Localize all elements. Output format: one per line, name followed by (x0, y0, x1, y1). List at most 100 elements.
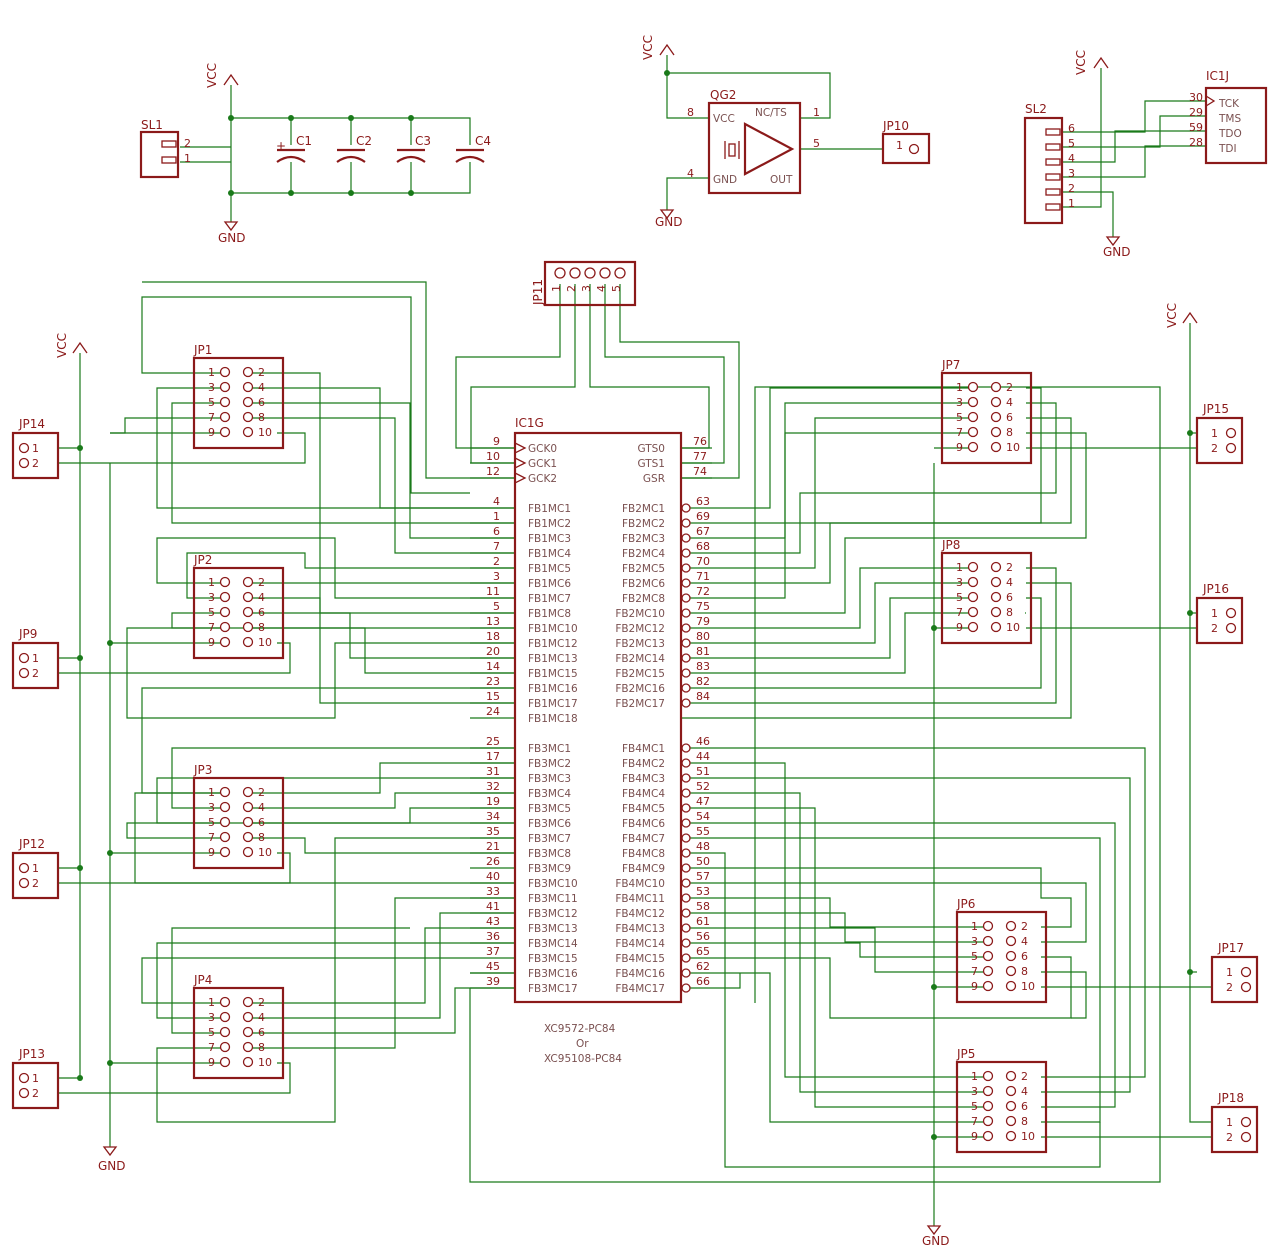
header-pin-even: 4 (1006, 396, 1013, 409)
ic1g-part2: XC95108-PC84 (544, 1053, 622, 1065)
header-pin-even: 10 (258, 636, 272, 649)
jumper-body (1195, 416, 1244, 465)
ic1g-pin-bubble-icon (681, 773, 691, 783)
jumper-name: JP16 (1202, 582, 1229, 596)
svg-text:SL2: SL2 (1025, 102, 1047, 116)
sl2-pin-icon (1045, 203, 1061, 211)
ic1g-pin-number: 23 (486, 675, 500, 688)
jumper-pin: 2 (32, 877, 39, 890)
wire-segment (142, 281, 515, 479)
jumper-pin: 1 (32, 1072, 39, 1085)
header-pad-icon (219, 1011, 231, 1023)
junction-dot (408, 115, 414, 121)
wire-segment (248, 912, 515, 1019)
ic1g-pin-bubble-icon (681, 563, 691, 573)
wire-segment (455, 284, 561, 449)
junction-dot (228, 115, 234, 121)
header-pad-icon (982, 1070, 994, 1082)
header-pad-icon (982, 935, 994, 947)
jumper-pad-icon (18, 442, 30, 454)
vcc-label-sl2: VCC (1074, 50, 1088, 75)
ic1g-pin-bubble-icon (681, 863, 691, 873)
ic1g-pin-number: 48 (696, 840, 710, 853)
ic1g-pin-bubble-icon (681, 608, 691, 618)
wire-segment (1062, 145, 1206, 178)
header-body (192, 566, 285, 660)
ic1g-pin-number: 5 (493, 600, 500, 613)
parts-layer (276, 94, 1216, 279)
junction-dot (348, 190, 354, 196)
jumper-pad-icon (1240, 1116, 1252, 1128)
header-pad-icon (219, 606, 231, 618)
wire-segment (134, 792, 515, 884)
wire-segment (248, 897, 515, 1049)
ic1g-pin-number: 34 (486, 810, 500, 823)
wire-segment (681, 747, 1146, 1078)
wire-segment (681, 942, 988, 958)
header-pad-icon (242, 411, 254, 423)
ic1g-pin-bubble-icon (681, 698, 691, 708)
header-pin-odd: 3 (208, 591, 215, 604)
ic1g-pin-number: 69 (696, 510, 710, 523)
jumper-pad-icon (18, 457, 30, 469)
sl2-pin-icon (1045, 128, 1061, 136)
ic1g-pin-bubble-icon (681, 548, 691, 558)
wire-segment (681, 972, 988, 1123)
header-pad-icon (242, 801, 254, 813)
ic1g-pin-number: 13 (486, 615, 500, 628)
wire-segment (681, 956, 1072, 1019)
header-pad-icon (1005, 1085, 1017, 1097)
ic1g-pin-number: 19 (486, 795, 500, 808)
ic1g-pin-signal: FB1MC17 (528, 698, 578, 710)
ic1g-pin-number: 54 (696, 810, 710, 823)
wire-segment (231, 162, 471, 194)
jumper-pin: 1 (32, 862, 39, 875)
header-pin-odd: 7 (208, 621, 215, 634)
jumper-pad-icon (18, 667, 30, 679)
ic1g-pin-signal: FB4MC5 (622, 803, 665, 815)
header-pad-icon (967, 426, 979, 438)
jumper-pin: 1 (32, 442, 39, 455)
jumper-pin: 2 (32, 667, 39, 680)
ic1g-pin-bubble-icon (681, 743, 691, 753)
ic1g-pin-number: 44 (696, 750, 710, 763)
ic1g-pin-number: 40 (486, 870, 500, 883)
junction-dot (288, 115, 294, 121)
header-pin-even: 2 (258, 996, 265, 1009)
svg-text:4: 4 (595, 285, 608, 292)
ic1g-pin-signal: FB2MC5 (622, 563, 665, 575)
header-pin-odd: 1 (956, 561, 963, 574)
ic1g-pin-bubble-icon (681, 758, 691, 768)
header-pad-icon (1005, 1100, 1017, 1112)
ic1g-pin-bubble-icon (681, 683, 691, 693)
header-pad-icon (242, 816, 254, 828)
ic1g-pin-signal: FB4MC3 (622, 773, 665, 785)
ic1g-pin-signal: FB3MC12 (528, 908, 578, 920)
header-pad-icon (219, 411, 231, 423)
header-name: JP4 (193, 973, 212, 987)
ic1g-pin-bubble-icon (681, 893, 691, 903)
jumper-pin: 1 (1226, 966, 1233, 979)
junction-dot (1187, 969, 1193, 975)
header-pin-odd: 9 (971, 1130, 978, 1143)
header-pad-icon (242, 846, 254, 858)
header-pad-icon (219, 816, 231, 828)
jumper-pad-icon (1225, 622, 1237, 634)
cap-c1-label: C1 (296, 134, 312, 148)
ic1g-pin-number: 3 (493, 570, 500, 583)
ic1g-pin-number: 71 (696, 570, 710, 583)
header-pad-icon (990, 396, 1002, 408)
header-pad-icon (219, 1041, 231, 1053)
ic1g-or: Or (576, 1038, 589, 1050)
ic1g-pin-number: 4 (493, 495, 500, 508)
header-pin-even: 8 (258, 831, 265, 844)
header-name: JP7 (941, 358, 960, 372)
svg-text:OUT: OUT (770, 174, 793, 186)
header-pin-odd: 5 (208, 816, 215, 829)
ic1g-pin-bubble-icon (681, 578, 691, 588)
wire-segment (58, 432, 306, 464)
ic1g-pin-number: 52 (696, 780, 710, 793)
svg-text:4: 4 (1068, 152, 1075, 165)
